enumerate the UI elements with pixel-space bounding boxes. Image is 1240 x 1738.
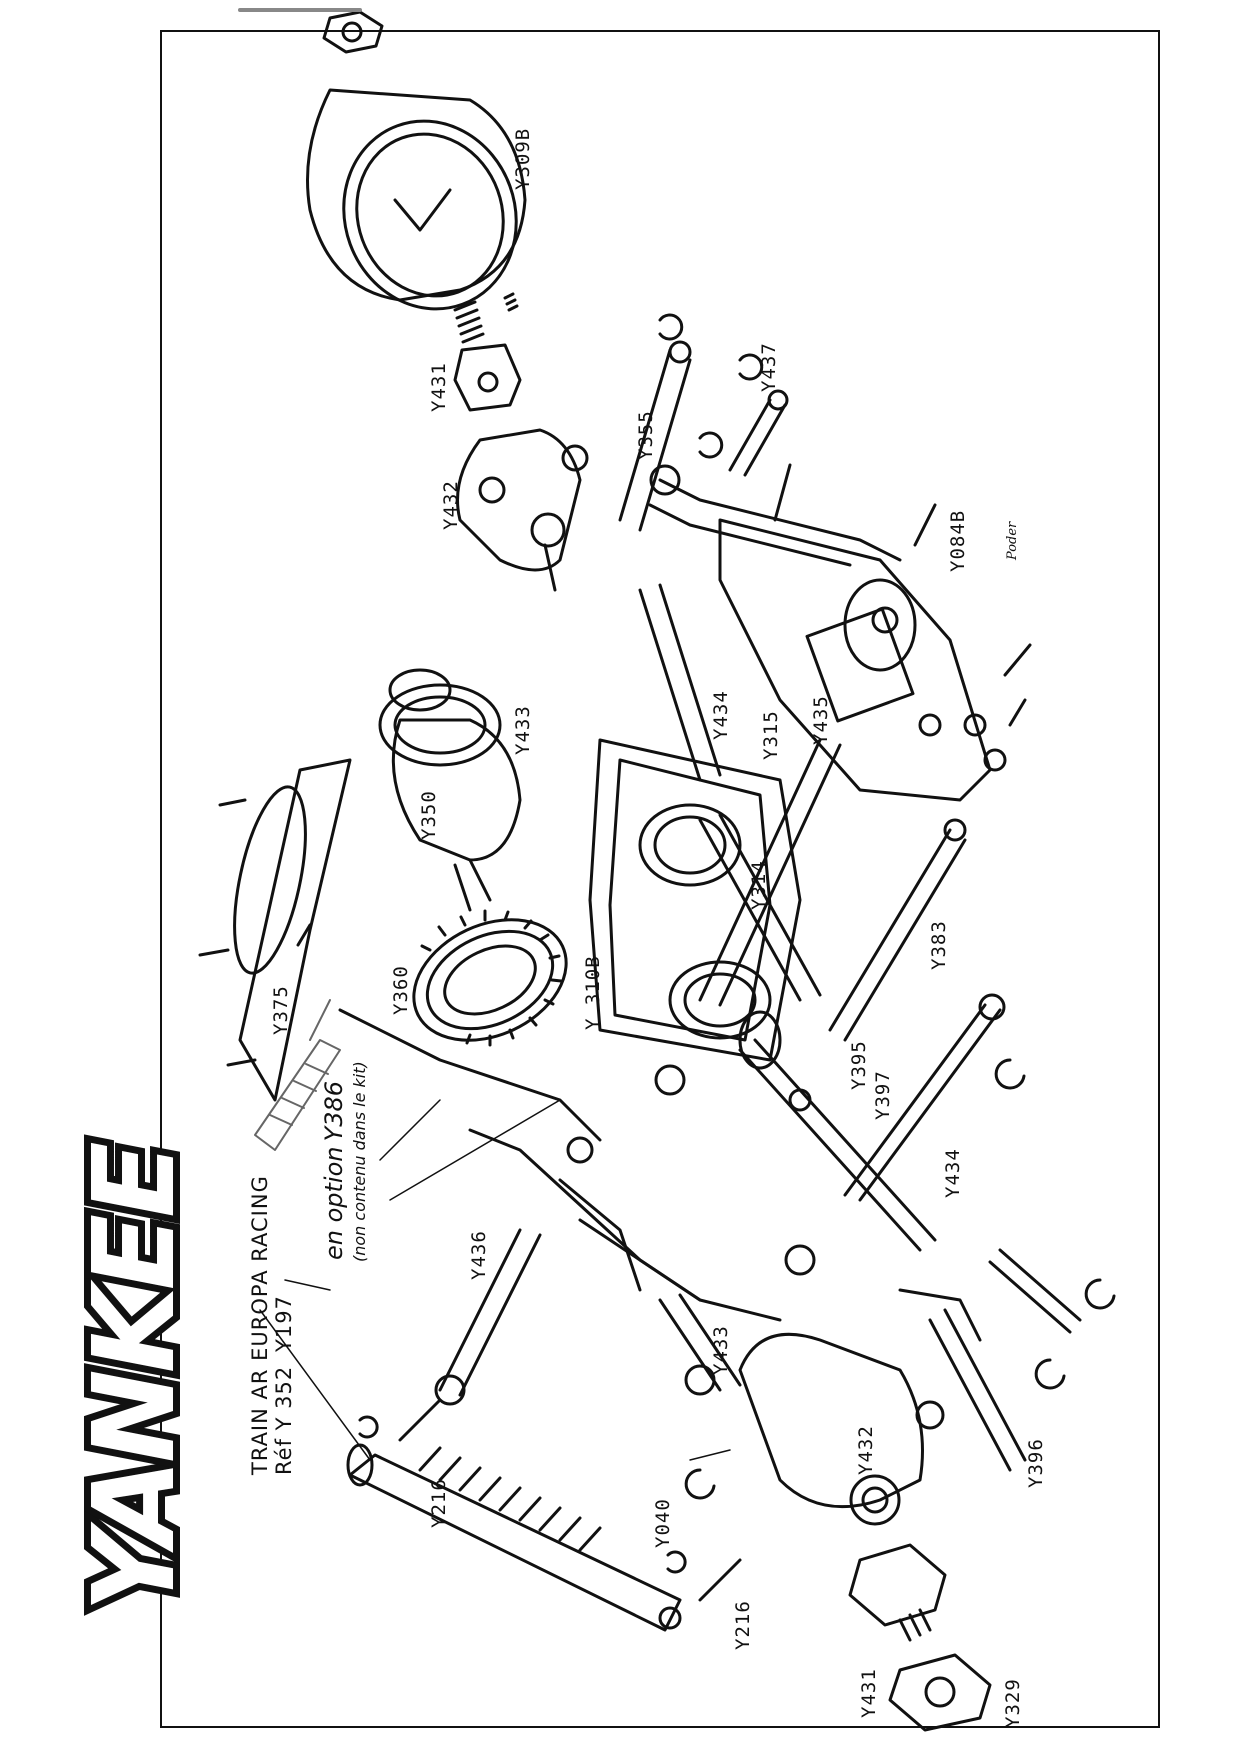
part-label-y434-top: Y434 [710, 690, 732, 740]
spur-gear-y360-drawing [412, 909, 568, 1047]
header-title: TRAIN AR EUROPA RACING [248, 1175, 272, 1475]
header-reference: Réf Y 352 [272, 1365, 296, 1475]
drum-y309b-drawing [238, 8, 527, 311]
part-label-y216-bottom: Y216 [732, 1600, 754, 1650]
part-label-y432-bottom: Y432 [855, 1425, 877, 1475]
gearbox-frame-drawing [588, 738, 802, 1062]
chassis-plate-drawing [718, 518, 1032, 802]
leader-lines [259, 1099, 731, 1461]
part-label-y431-bottom: Y431 [858, 1668, 880, 1718]
part-label-y397: Y397 [872, 1070, 894, 1120]
clips-left-drawing [358, 1398, 742, 1602]
part-label-y433-top: Y433 [512, 705, 534, 755]
diagram-frame [160, 30, 1160, 1728]
part-label-y395: Y395 [848, 1040, 870, 1090]
part-label-y310b: Y 310B [582, 955, 604, 1030]
hub-y431-top-drawing [453, 292, 522, 412]
upright-y432-top-drawing [456, 428, 589, 592]
drive-shaft-drawing [738, 1010, 937, 1252]
part-label-y040: Y040 [652, 1498, 674, 1548]
option-note-sub: (non contenu dans le kit) [350, 1061, 369, 1262]
motor-y350-drawing [378, 668, 522, 912]
hub-y431-bottom-drawing [848, 1543, 992, 1732]
option-note-main: en option [320, 1146, 348, 1261]
part-label-y433-bottom: Y433 [710, 1325, 732, 1375]
lower-arms-drawing [338, 1008, 816, 1406]
part-label-y350: Y350 [418, 790, 440, 840]
option-note-code: Y386 [320, 1080, 348, 1142]
part-label-y084b: Y084B [947, 509, 969, 572]
option-note: en option Y386 [320, 1081, 348, 1260]
shock-y197-drawing [346, 1443, 682, 1632]
part-label-y435: Y435 [810, 695, 832, 745]
part-label-y436: Y436 [468, 1230, 490, 1280]
part-label-y355: Y355 [635, 410, 657, 460]
part-label-y437: Y437 [758, 342, 780, 392]
part-label-y383: Y383 [928, 920, 950, 970]
optional-shock-y386-drawing [254, 999, 341, 1151]
part-label-y432-top: Y432 [440, 480, 462, 530]
part-label-y360: Y360 [390, 965, 412, 1015]
pins-bottom-right-drawing [988, 1248, 1116, 1390]
option-note-sub-wrap: (non contenu dans le kit) [350, 1061, 369, 1262]
part-label-y315: Y315 [760, 710, 782, 760]
signature: Poder [1005, 521, 1020, 560]
rods-middle-drawing [638, 583, 1026, 1202]
part-label-y309b: Y309B [512, 127, 534, 190]
part-label-y431-top: Y431 [428, 362, 450, 412]
part-label-y216-top: Y216 [428, 1478, 450, 1528]
part-label-y329: Y329 [1002, 1678, 1024, 1728]
header-shock-code: Y197 [272, 1295, 296, 1352]
part-label-y314: Y314 [748, 860, 770, 910]
rear-arm-top-drawing [618, 313, 937, 567]
part-label-y396: Y396 [1025, 1438, 1047, 1488]
upright-y432-bottom-drawing [738, 1288, 1027, 1526]
yankee-logo: YANKEE [63, 1138, 207, 1619]
part-label-y375: Y375 [270, 985, 292, 1035]
cover-plate-y375-drawing [198, 758, 352, 1102]
part-label-y434-bottom: Y434 [942, 1148, 964, 1198]
